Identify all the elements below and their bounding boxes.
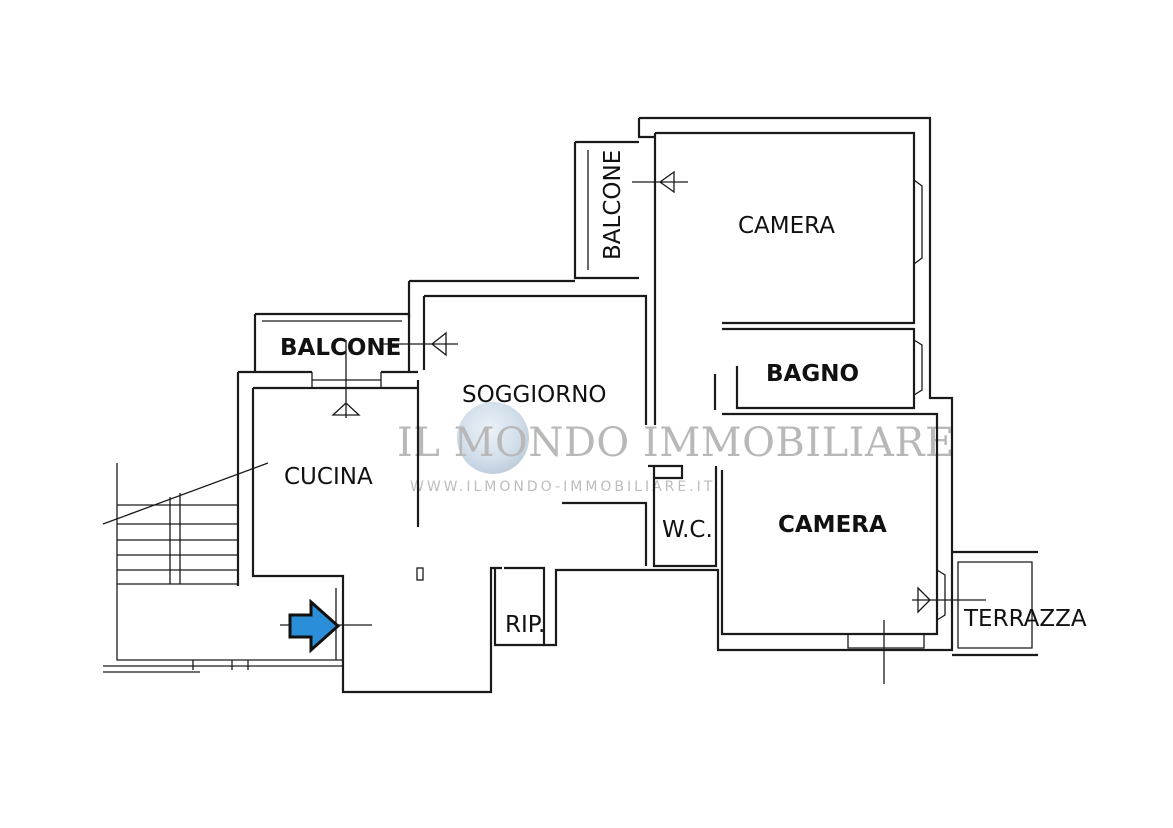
room-label-soggiorno: SOGGIORNO (462, 382, 607, 408)
room-label-cucina: CUCINA (284, 464, 373, 490)
globe-icon (457, 402, 529, 474)
room-labels: CAMERA BALCONE BALCONE SOGGIORNO BAGNO C… (280, 150, 1087, 638)
watermark-title: IL MONDO IMMOBILIARE (397, 420, 955, 466)
opening-symbols (280, 170, 986, 684)
room-label-wc: W.C. (662, 517, 713, 543)
room-label-balcone-left: BALCONE (280, 335, 401, 361)
entrance-arrow-icon (288, 598, 341, 654)
room-label-bagno: BAGNO (766, 361, 859, 387)
room-label-camera-top: CAMERA (738, 213, 835, 239)
room-label-balcone-top: BALCONE (600, 150, 626, 260)
room-label-terrazza: TERRAZZA (963, 606, 1087, 632)
room-label-camera-bottom: CAMERA (778, 512, 887, 538)
watermark-url: WWW.ILMONDO-IMMOBILIARE.IT (410, 479, 715, 495)
walls (102, 116, 1038, 694)
watermark: IL MONDO IMMOBILIARE WWW.ILMONDO-IMMOBIL… (397, 402, 955, 495)
room-label-rip: RIP. (505, 612, 545, 638)
